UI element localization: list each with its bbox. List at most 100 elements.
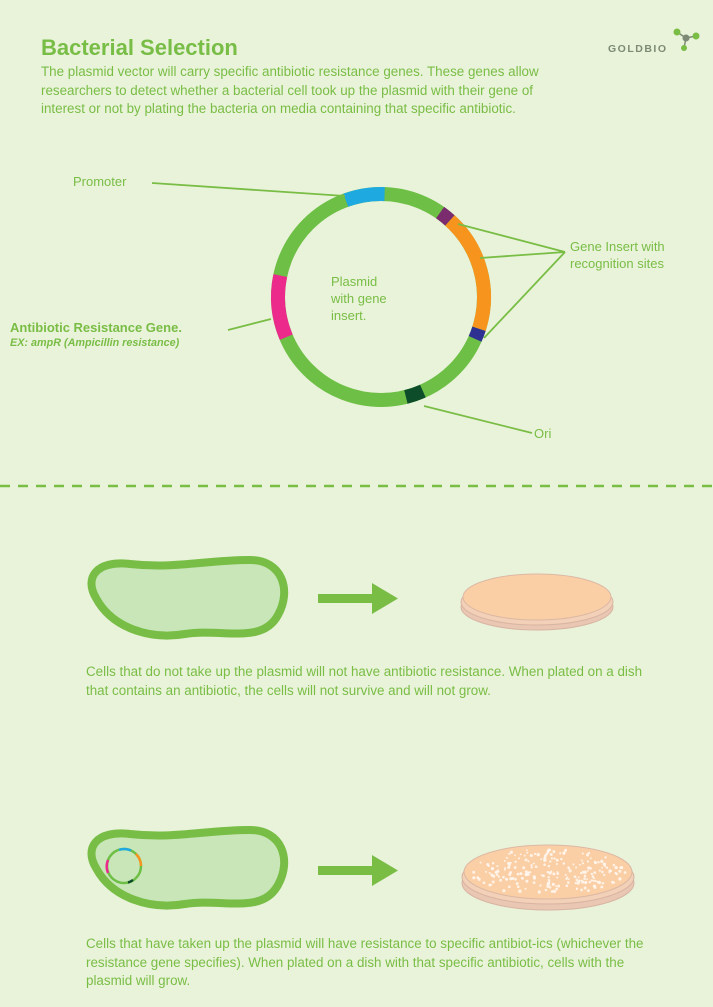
colony-dot (549, 860, 551, 862)
colony-dot (582, 862, 584, 864)
colony-dot (562, 852, 565, 855)
colony-dot (514, 878, 517, 881)
recognition-site-segment-2 (475, 329, 479, 339)
colony-dot (614, 866, 617, 869)
colony-dot (546, 883, 549, 886)
colony-dot (508, 853, 510, 855)
bacterial-cell (91, 560, 284, 636)
colony-dot (550, 853, 553, 856)
colony-dot (598, 881, 601, 884)
colony-dot (521, 877, 524, 880)
colony-dot (530, 866, 532, 868)
colony-dot (485, 871, 487, 873)
colony-dot (568, 867, 570, 869)
colony-dot (580, 889, 583, 892)
colony-dot (554, 891, 556, 893)
colony-dot (584, 875, 587, 878)
plasmid-center-line-2: with gene (331, 290, 387, 307)
colony-dot (575, 882, 577, 884)
colony-dot (505, 878, 508, 881)
plasmid-center-label: Plasmid with gene insert. (331, 273, 387, 324)
colony-dot (548, 876, 550, 878)
colony-dot (525, 880, 528, 883)
colony-dot (545, 889, 548, 892)
colony-dot (508, 863, 511, 866)
ori-label: Ori (534, 426, 551, 441)
colony-dot (563, 862, 565, 864)
colony-dot (514, 866, 517, 869)
colony-dot (538, 890, 541, 893)
colony-dot (552, 872, 555, 875)
colony-dot (608, 871, 610, 873)
resistance-gene-segment (278, 276, 286, 338)
colony-dot (499, 879, 502, 882)
colony-dot (587, 866, 590, 869)
colony-dot (537, 853, 540, 856)
petri-dish (461, 574, 613, 630)
gene-insert-leader-line-2 (480, 252, 565, 258)
colony-dot (552, 883, 554, 885)
colony-dot (581, 880, 583, 882)
colony-dot (574, 875, 577, 878)
colony-dot (593, 871, 596, 874)
resistance-gene-example: EX: ampR (Ampicillin resistance) (10, 337, 179, 349)
colony-dot (547, 849, 550, 852)
colony-dot (543, 863, 546, 866)
colony-dot (496, 865, 498, 867)
colony-dot (556, 871, 558, 873)
colony-dot (551, 857, 553, 859)
colony-dot (541, 874, 543, 876)
colony-dot (510, 851, 513, 854)
colony-dot (530, 864, 532, 866)
colony-dot (589, 881, 591, 883)
colony-dot (555, 885, 557, 887)
colony-dot (587, 889, 590, 892)
gene-insert-segment (450, 221, 484, 329)
colony-dot (591, 873, 593, 875)
colony-dot (618, 877, 621, 880)
colony-dot (594, 861, 597, 864)
arrow-icon (318, 855, 398, 886)
panel-with-plasmid (91, 830, 634, 910)
colony-dot (551, 890, 554, 893)
colony-dot (533, 881, 536, 884)
colony-dot (544, 854, 547, 857)
colony-dot (582, 852, 584, 854)
colony-dot (522, 866, 525, 869)
colony-dot (587, 870, 589, 872)
panel-caption-with-plasmid: Cells that have taken up the plasmid wil… (86, 935, 646, 991)
ori-leader-line (424, 406, 532, 433)
colony-dot (492, 862, 494, 864)
colony-dot (489, 872, 491, 874)
colony-dot (584, 887, 587, 890)
colony-dot (516, 882, 519, 885)
colony-dot (504, 860, 506, 862)
colony-dot (533, 862, 535, 864)
colony-dot (508, 873, 511, 876)
colony-dot (556, 859, 559, 862)
colony-dot (498, 875, 500, 877)
colony-dot (527, 860, 529, 862)
colony-dot (603, 874, 605, 876)
colony-dot (520, 853, 522, 855)
colony-dot (624, 871, 627, 874)
colony-dot (606, 867, 608, 869)
colony-dot (555, 888, 558, 891)
colony-dot (600, 886, 603, 889)
colony-dot (504, 869, 506, 871)
promoter-label: Promoter (73, 174, 126, 189)
colony-dot (478, 878, 481, 881)
colony-dot (572, 863, 574, 865)
colony-dot (526, 852, 528, 854)
bacterial-cell (91, 830, 284, 906)
colony-dot (610, 870, 612, 872)
colony-dot (517, 885, 520, 888)
colony-dot (565, 884, 568, 887)
colony-dot (591, 879, 593, 881)
colony-dot (486, 863, 489, 866)
panel-no-plasmid (91, 560, 613, 636)
colony-dot (601, 882, 603, 884)
plasmid-center-line-1: Plasmid (331, 273, 387, 290)
colony-dot (525, 858, 528, 861)
